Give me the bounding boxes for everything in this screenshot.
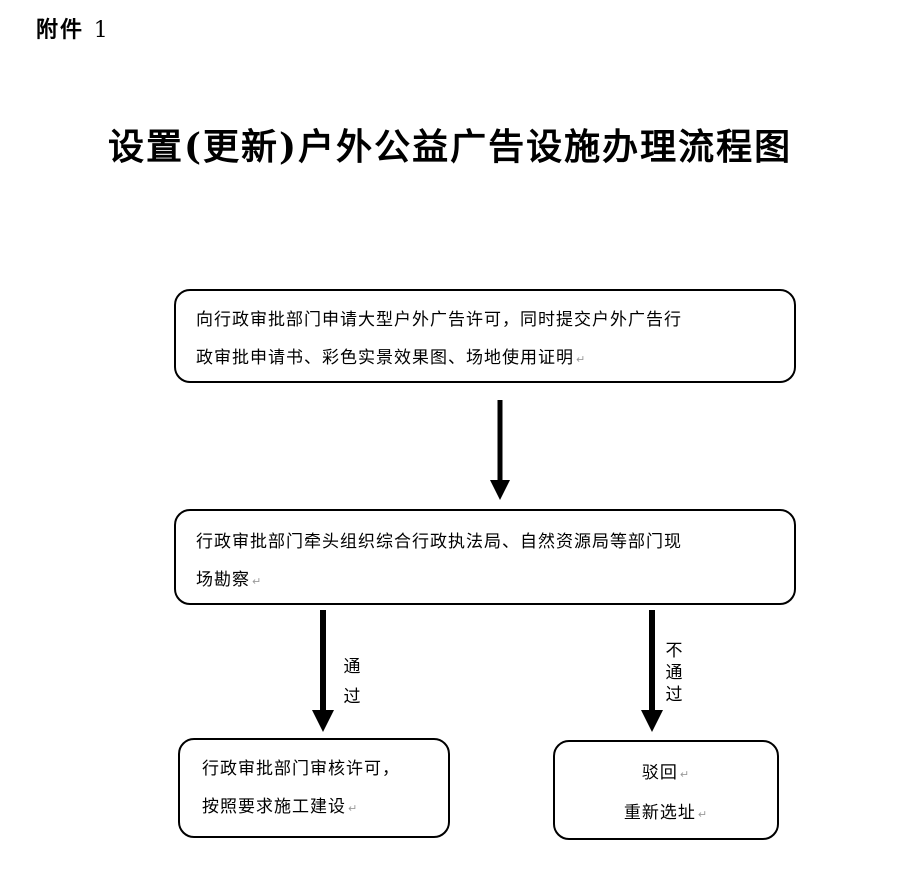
step-inspection-line2-wrap: 场勘察↵ [196, 561, 794, 601]
attachment-text: 附件 [36, 18, 85, 43]
arrow-step2-to-rejected [641, 610, 663, 732]
edge-label-pass-char: 通 [343, 657, 361, 677]
paragraph-mark-icon: ↵ [697, 808, 709, 821]
edge-label-fail-char: 不 [665, 641, 683, 661]
step-apply-line2: 政审批申请书、彩色实景效果图、场地使用证明 [196, 348, 574, 368]
step-approved-line2: 按照要求施工建设 [202, 797, 346, 817]
arrow-step2-to-approved [312, 610, 334, 732]
flow-step-rejected: 驳回↵ 重新选址↵ [553, 740, 779, 840]
step-rejected-line2-wrap: 重新选址↵ [555, 794, 777, 834]
step-approved-line2-wrap: 按照要求施工建设↵ [202, 788, 448, 828]
paragraph-mark-icon: ↵ [679, 768, 691, 781]
edge-label-fail-char: 过 [665, 685, 683, 705]
paragraph-mark-icon: ↵ [252, 575, 263, 588]
flow-step-approved: 行政审批部门审核许可， 按照要求施工建设↵ [178, 738, 450, 838]
paragraph-mark-icon: ↵ [576, 353, 587, 366]
page-title: 设置(更新)户外公益广告设施办理流程图 [108, 126, 793, 168]
step-approved-line1: 行政审批部门审核许可， [202, 759, 400, 779]
attachment-label: 附件 1 [36, 12, 110, 44]
step-rejected-line1-wrap: 驳回↵ [555, 754, 777, 794]
edge-label-fail-char: 通 [665, 663, 683, 683]
step-rejected-line2: 重新选址 [623, 803, 696, 823]
flow-step-inspection: 行政审批部门牵头组织综合行政执法局、自然资源局等部门现 场勘察↵ [174, 509, 796, 605]
edge-label-fail: 不 通 过 [663, 640, 685, 706]
arrow-step1-to-step2 [490, 400, 510, 500]
step-apply-line2-wrap: 政审批申请书、彩色实景效果图、场地使用证明↵ [196, 339, 794, 379]
step-inspection-line1: 行政审批部门牵头组织综合行政执法局、自然资源局等部门现 [196, 532, 682, 552]
edge-label-pass: 通 过 [341, 652, 363, 712]
step-apply-line1: 向行政审批部门申请大型户外广告许可，同时提交户外广告行 [196, 310, 682, 330]
flow-step-apply: 向行政审批部门申请大型户外广告许可，同时提交户外广告行 政审批申请书、彩色实景效… [174, 289, 796, 383]
step-rejected-line1: 驳回 [641, 763, 678, 783]
paragraph-mark-icon: ↵ [348, 802, 359, 815]
attachment-number: 1 [93, 18, 110, 43]
step-inspection-line2: 场勘察 [196, 570, 250, 590]
edge-label-pass-char: 过 [343, 687, 361, 707]
